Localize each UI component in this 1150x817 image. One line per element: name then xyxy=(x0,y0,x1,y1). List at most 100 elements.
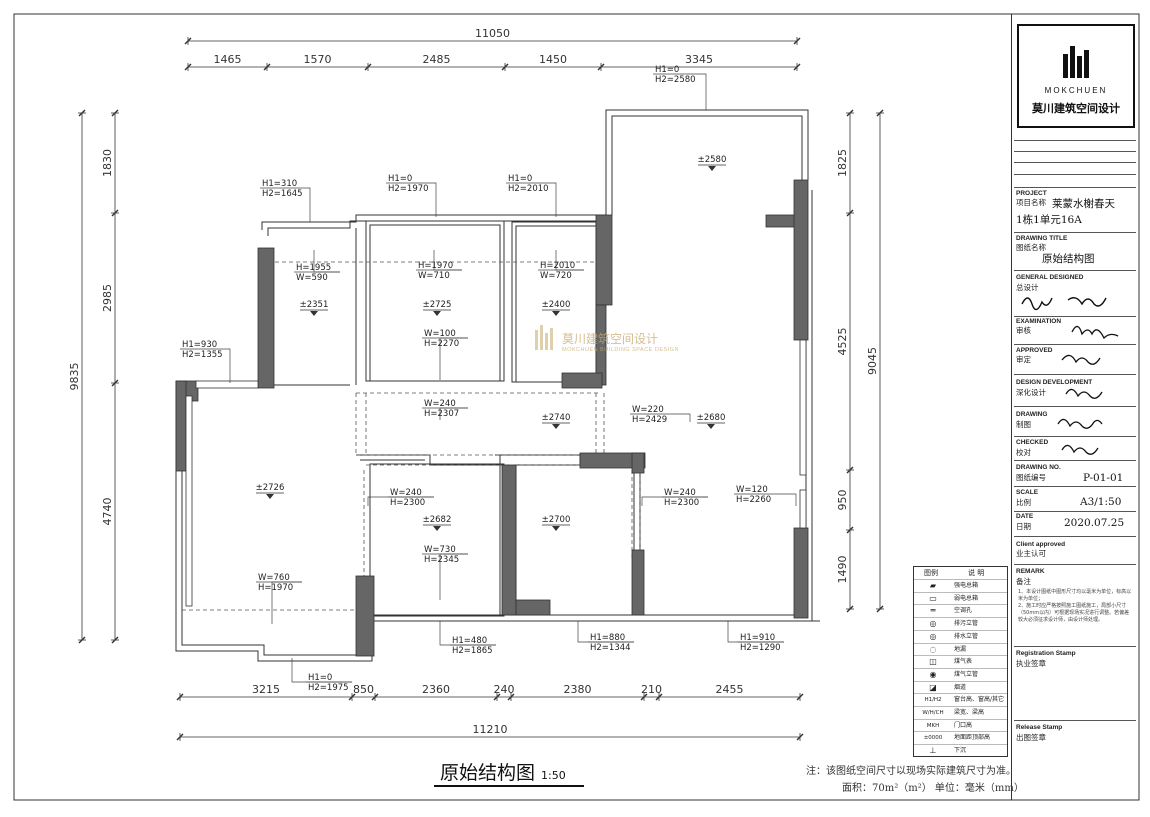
scale-cn: 比例 xyxy=(1016,498,1031,507)
legend-row: ═空调孔 xyxy=(914,604,1007,617)
elevation-triangle-icon xyxy=(433,311,441,316)
client-cn: 业主认可 xyxy=(1016,549,1046,558)
examination-label: EXAMINATION xyxy=(1016,318,1062,325)
annotation-line-2: H=2270 xyxy=(424,339,459,349)
dim-left-total-label: 9835 xyxy=(68,363,81,391)
elevation-triangle-icon xyxy=(310,311,318,316)
watermark-en: MOKCHUEN BUILDING SPACE DESIGN xyxy=(562,347,679,353)
elevation-triangle-icon xyxy=(552,424,560,429)
annotation-leader xyxy=(226,348,231,383)
annotation-labels: H1=0H2=2580H1=310H2=1645H1=0H2=1970H1=0H… xyxy=(182,65,781,693)
watermark-cn: 莫川建筑空间设计 xyxy=(562,332,659,346)
title-block xyxy=(1011,14,1140,800)
dim-left-tick xyxy=(111,209,119,217)
annotation-line-1: W=120 xyxy=(736,485,768,495)
annotation-line-2: H=2260 xyxy=(736,495,771,505)
legend-text: 排水立管 xyxy=(954,632,979,640)
annotation-line-2: H2=1970 xyxy=(388,184,429,194)
tb-divider xyxy=(1014,436,1136,437)
annotation-leader xyxy=(699,73,707,110)
annotation-line-2: H=2345 xyxy=(424,555,459,565)
flue-icon: ◪ xyxy=(929,682,937,692)
annotation-leader xyxy=(552,182,557,217)
dim-right-tick xyxy=(846,526,854,534)
annotation-line-2: H2=2580 xyxy=(655,75,696,85)
dim-top-total-tick xyxy=(793,37,801,45)
annotation-leader xyxy=(291,658,352,683)
drawing-title-label: DRAWING TITLE xyxy=(1016,235,1068,242)
annotation-line-2: W=720 xyxy=(540,271,572,281)
dim-top-tick xyxy=(793,63,801,71)
dim-top-tick xyxy=(263,63,271,71)
dim-right-tick xyxy=(846,605,854,613)
annotation-line-2: H2=2010 xyxy=(508,184,549,194)
tb-divider xyxy=(1014,406,1136,407)
drawing-title-cn: 图纸名称 xyxy=(1016,243,1046,252)
annotation-line-1: H1=0 xyxy=(508,174,532,184)
dim-right-tick xyxy=(846,466,854,474)
annotation-leader xyxy=(641,496,708,506)
dim-left-total-tick xyxy=(78,636,86,644)
dim-left-tick xyxy=(111,379,119,387)
legend-row: ◫煤气表 xyxy=(914,655,1007,668)
dim-right-tick xyxy=(846,209,854,217)
plan-note: 注：该图纸空间尺寸以现场实际建筑尺寸为准。 xyxy=(806,766,1016,777)
annotation-line-2: H2=1865 xyxy=(452,646,493,656)
checked-cn: 校对 xyxy=(1016,448,1031,457)
annotation-leaders xyxy=(180,73,797,683)
dim-right-tick xyxy=(846,109,854,117)
annotation-leader xyxy=(271,581,302,624)
dim-bottom-tick xyxy=(176,693,184,701)
elevation-label: ±2682 xyxy=(423,515,452,525)
annotation-leader xyxy=(313,250,340,273)
floor-drain-icon: ◌ xyxy=(929,644,937,654)
annotation-line-1: H1=480 xyxy=(452,636,487,646)
plan-scale: 1:50 xyxy=(541,769,566,782)
tb-divider xyxy=(1014,151,1136,152)
plan-title-underline xyxy=(434,785,584,787)
annotation-line-1: H1=930 xyxy=(182,340,217,350)
signature-approved xyxy=(1061,354,1101,365)
legend-text: 窗台高、窗高/其它 xyxy=(954,696,1005,704)
annotation-line-2: H2=1290 xyxy=(740,643,781,653)
dim-top-total-label: 11050 xyxy=(475,27,510,40)
annotation-line-1: H=1955 xyxy=(296,263,331,273)
dim-bottom-tick xyxy=(493,693,501,701)
dim-left-tick xyxy=(111,109,119,117)
remark-cn: 备注 xyxy=(1016,577,1031,586)
dim-right-label: 4525 xyxy=(836,328,849,356)
legend-row: ◉煤气立管 xyxy=(914,667,1007,681)
remark-label: REMARK xyxy=(1016,568,1045,575)
project-label: PROJECT xyxy=(1016,190,1047,197)
dim-top-label: 3345 xyxy=(685,53,713,66)
gas-meter-icon: ◫ xyxy=(929,657,937,667)
dim-bottom-label: 2455 xyxy=(716,683,744,696)
checked-label: CHECKED xyxy=(1016,439,1049,446)
project-cn: 项目名称 xyxy=(1016,198,1046,207)
annotation-leader xyxy=(439,553,468,600)
legend-text: 地漏 xyxy=(954,645,967,653)
elevation-triangle-icon xyxy=(266,494,274,499)
dim-left-tick xyxy=(111,636,119,644)
annotation-leader xyxy=(306,187,311,222)
signature-general xyxy=(1021,297,1107,311)
dim-left-label: 2985 xyxy=(101,284,114,312)
dim-bottom-tick xyxy=(655,693,663,701)
drawing-label: DRAWING xyxy=(1016,411,1048,418)
tb-divider xyxy=(1014,140,1136,141)
elevation-triangle-icon xyxy=(433,526,441,531)
legend-symbol: ±0000 xyxy=(923,735,943,742)
logo-text-en: MOKCHUEN xyxy=(1044,86,1108,95)
legend-row: ▭弱电总箱 xyxy=(914,591,1007,605)
watermark xyxy=(535,325,553,350)
legend-table: 图例 说 明 ▰强电总箱▭弱电总箱═空调孔◎排污立管◎排水立管◌地漏◫煤气表◉煤… xyxy=(913,566,1008,757)
legend-header-symbol: 图例 xyxy=(924,569,938,577)
legend-row: ◌ 地漏 xyxy=(914,642,1007,656)
water-pipe-icon: ◎ xyxy=(929,631,937,641)
dim-bottom-label: 210 xyxy=(641,683,662,696)
